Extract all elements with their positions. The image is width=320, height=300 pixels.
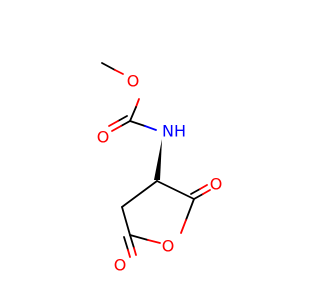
bond-ring-carbonyl-c-o-black [129, 234, 149, 241]
bond-ring-lactone-c-o-black [185, 198, 195, 221]
bond-carbonyl-double-1-red [111, 125, 122, 132]
bond-carbonyl-double-2-red [108, 120, 119, 127]
bond-carbonyl-double-1-black [120, 120, 131, 127]
molecule-diagram: O O N H O O O [97, 62, 223, 275]
bond-methyl-o-black [101, 62, 116, 71]
amine-nitrogen-label: N [162, 122, 174, 141]
carbonyl-oxygen-label: O [97, 128, 110, 147]
bond-right-ketone-2-black [190, 188, 201, 195]
bond-left-ketone-2-black [123, 236, 129, 251]
ring-oxygen-label: O [162, 237, 175, 256]
bond-o-carbonylc-red [135, 98, 140, 108]
amine-hydrogen-label: H [174, 122, 186, 141]
bond-right-ketone-2-red [199, 184, 208, 190]
bond-ring-ch-lactone-c [156, 180, 195, 200]
bond-o-carbonylc-black [129, 106, 137, 122]
right-ketone-oxygen-label: O [210, 175, 223, 194]
bond-ring-ch2-carbonyl-c [121, 206, 131, 236]
bond-c-n-blue [144, 125, 157, 131]
bond-methyl-o-red [114, 69, 124, 75]
bond-right-ketone-1-red [202, 189, 211, 195]
bond-c-n-black [129, 120, 146, 127]
wedge-bond [154, 139, 162, 180]
bond-ring-carbonyl-c-o-red [147, 239, 161, 244]
bond-carbonyl-double-2-black [117, 115, 128, 122]
structure-canvas: O O N H O O O [96, 62, 223, 275]
bond-ring-lactone-c-o-red [180, 219, 187, 234]
methoxy-oxygen-label: O [127, 72, 140, 91]
bond-left-ketone-1-red [133, 247, 137, 256]
bond-ring-ch-ch2 [121, 180, 158, 208]
left-ketone-oxygen-label: O [114, 256, 127, 275]
bond-right-ketone-1-black [193, 193, 204, 200]
bond-left-ketone-2-red [127, 249, 131, 258]
bond-left-ketone-1-black [129, 234, 135, 249]
